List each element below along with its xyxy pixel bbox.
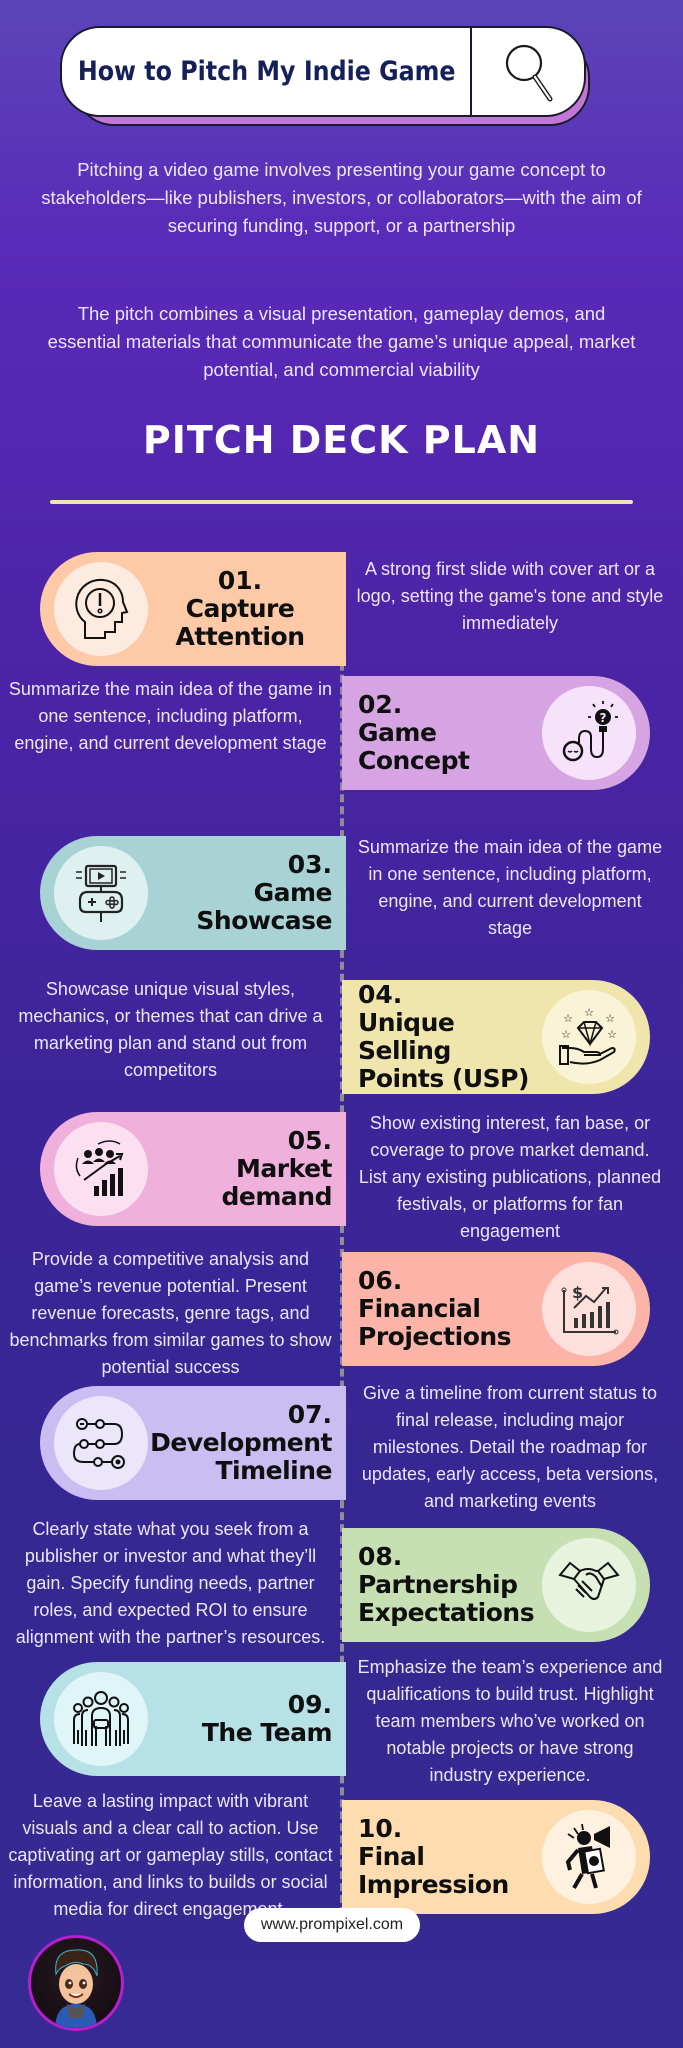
website-link[interactable]: www.prompixel.com xyxy=(244,1908,420,1942)
step-label: Expectations xyxy=(358,1598,535,1627)
step-label: demand xyxy=(221,1182,333,1211)
step-number: 04. xyxy=(358,980,403,1009)
step-label: Market xyxy=(236,1154,332,1183)
step-label: Partnership xyxy=(358,1570,518,1599)
audience-growth-chart-icon xyxy=(54,1122,148,1216)
step-number: 01. xyxy=(217,566,263,595)
step-03-card: 03. Game Showcase xyxy=(40,836,346,950)
title-banner: How to Pitch My Indie Game xyxy=(60,26,592,126)
divider xyxy=(470,28,472,115)
step-label: Game xyxy=(253,878,333,907)
step-10-description: Leave a lasting impact with vibrant visu… xyxy=(8,1791,333,1919)
svg-text:☆: ☆ xyxy=(584,1007,594,1019)
intro-paragraph-1: Pitching a video game involves presentin… xyxy=(41,159,642,236)
diamond-hand-stars-icon: ☆ ☆ ☆ ☆ ☆ xyxy=(542,990,636,1084)
step-number: 03. xyxy=(287,850,332,879)
step-07-card: 07. Development Timeline xyxy=(40,1386,346,1500)
step-label: Points (USP) xyxy=(358,1064,529,1093)
roadmap-path-icon xyxy=(54,1396,148,1490)
handshake-icon xyxy=(542,1538,636,1632)
page-title: How to Pitch My Indie Game xyxy=(77,56,456,87)
step-02-description: Summarize the main idea of the game in o… xyxy=(8,679,333,753)
step-label: Development xyxy=(150,1428,332,1457)
step-number: 05. xyxy=(287,1126,332,1155)
step-label: Game Concept xyxy=(358,718,470,775)
dollar-bar-chart-icon: $ xyxy=(542,1262,636,1356)
step-number: 08. xyxy=(358,1542,403,1571)
step-label: The Team xyxy=(201,1718,333,1747)
intro-paragraph-2: The pitch combines a visual presentation… xyxy=(47,303,636,380)
step-05-description: Show existing interest, fan base, or cov… xyxy=(358,1113,662,1241)
cartoon-avatar xyxy=(28,1935,124,2031)
step-04-card: 04. Unique Selling Points (USP) ☆ ☆ ☆ ☆ ☆ xyxy=(342,980,650,1094)
step-10-card: 10. Final Impression xyxy=(342,1800,650,1914)
step-label: Projections xyxy=(358,1322,512,1351)
step-09-description: Emphasize the team’s experience and qual… xyxy=(357,1657,663,1785)
step-label: Timeline xyxy=(215,1456,332,1485)
step-01-card: 01. Capture Attention xyxy=(40,552,346,666)
head-exclamation-icon xyxy=(54,562,148,656)
step-02-card: 02. Game Concept ? xyxy=(342,676,650,790)
step-label: Showcase xyxy=(196,906,332,935)
step-label: Financial xyxy=(358,1294,481,1323)
team-group-icon xyxy=(54,1672,148,1766)
step-label: Capture xyxy=(185,594,295,623)
step-06-description: Provide a competitive analysis and game’… xyxy=(9,1249,332,1377)
step-08-card: 08. Partnership Expectations xyxy=(342,1528,650,1642)
step-03-description: Summarize the main idea of the game in o… xyxy=(357,837,663,938)
svg-text:?: ? xyxy=(600,711,607,725)
monitor-gamepad-icon xyxy=(54,846,148,940)
idea-lightbulb-icon: ? xyxy=(542,686,636,780)
timeline-spine xyxy=(340,555,344,1915)
step-06-card: 06. Financial Projections $ xyxy=(342,1252,650,1366)
step-01-description: A strong first slide with cover art or a… xyxy=(356,559,664,633)
svg-text:☆: ☆ xyxy=(563,1013,573,1025)
step-label: Attention xyxy=(175,622,306,651)
step-09-card: 09. The Team xyxy=(40,1662,346,1776)
svg-text:$: $ xyxy=(572,1283,583,1302)
step-04-description: Showcase unique visual styles, mechanics… xyxy=(18,979,323,1080)
section-title: PITCH DECK PLAN xyxy=(142,418,541,462)
svg-text:☆: ☆ xyxy=(561,1029,571,1041)
step-number: 10. xyxy=(358,1814,403,1843)
step-number: 02. xyxy=(358,690,403,719)
step-05-card: 05. Market demand xyxy=(40,1112,346,1226)
title-search-bar: How to Pitch My Indie Game xyxy=(60,26,586,117)
svg-text:☆: ☆ xyxy=(607,1029,617,1041)
step-number: 09. xyxy=(287,1690,332,1719)
megaphone-person-icon xyxy=(542,1810,636,1904)
step-08-description: Clearly state what you seek from a publi… xyxy=(15,1519,326,1647)
search-button[interactable] xyxy=(474,28,584,115)
magnifier-icon xyxy=(505,44,553,101)
divider-rule xyxy=(50,500,633,504)
step-number: 06. xyxy=(358,1266,403,1295)
step-label: Final Impression xyxy=(358,1842,509,1899)
step-label: Unique Selling xyxy=(358,1008,455,1065)
step-number: 07. xyxy=(287,1400,332,1429)
svg-text:☆: ☆ xyxy=(605,1013,615,1025)
step-07-description: Give a timeline from current status to f… xyxy=(361,1383,659,1511)
